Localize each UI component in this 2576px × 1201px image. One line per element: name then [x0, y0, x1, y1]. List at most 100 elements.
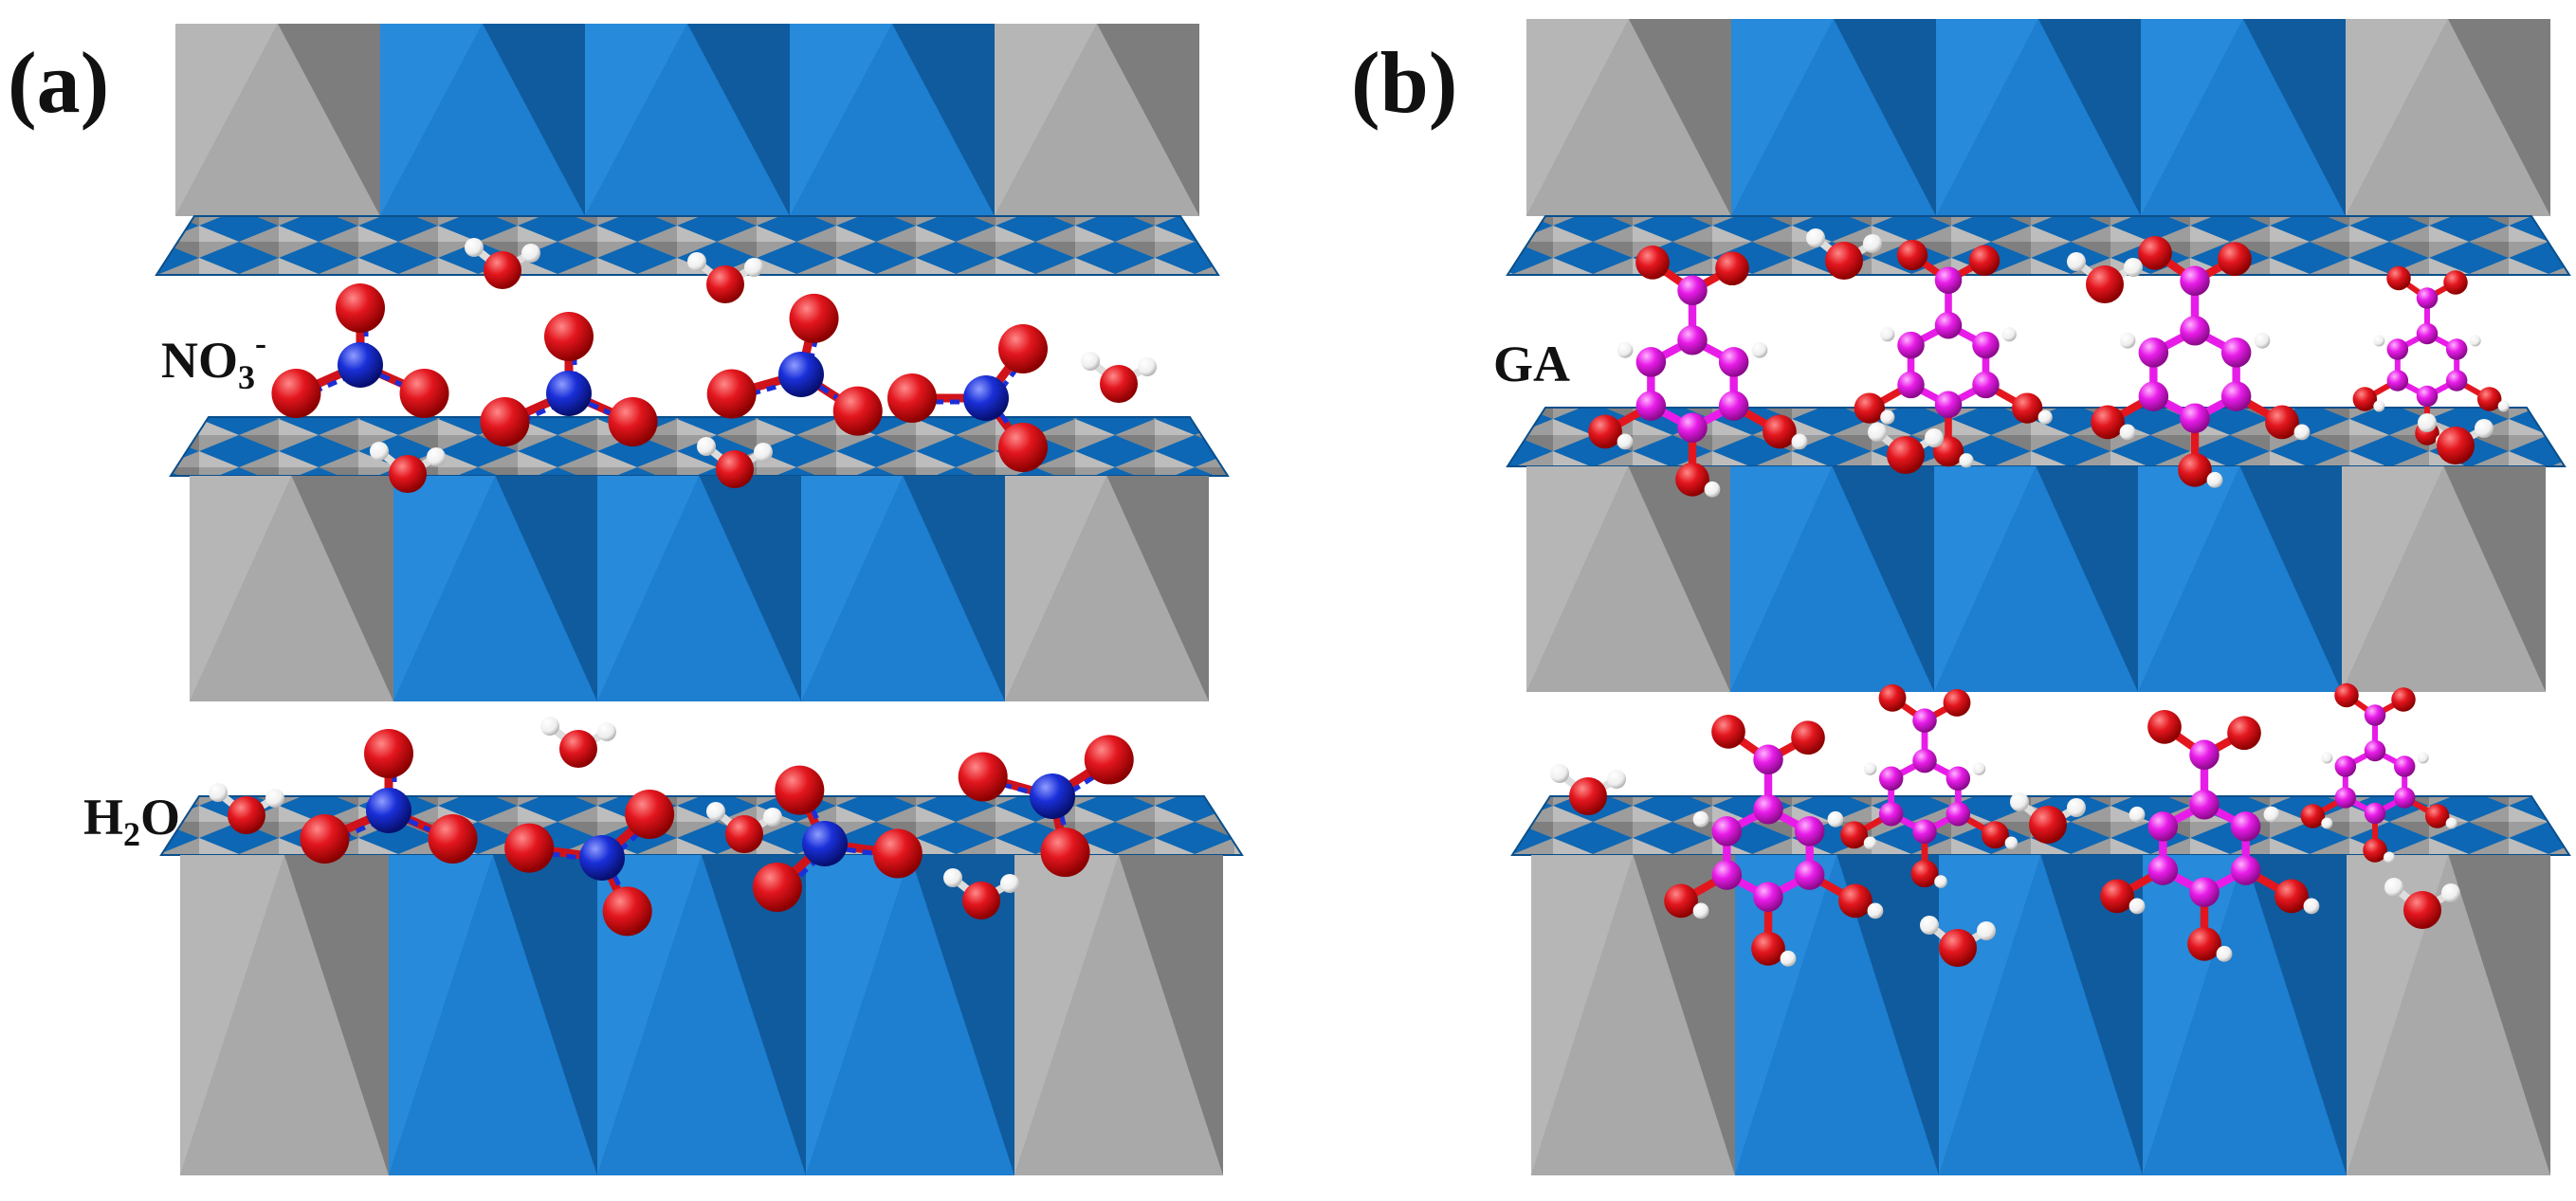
water-oxygen-atom	[725, 815, 763, 853]
oxygen-atom	[958, 752, 1008, 802]
carbon-atom	[2364, 802, 2386, 825]
carbon-atom	[1635, 347, 1667, 377]
hydrogen-atom	[1868, 423, 1887, 442]
hydrogen-atom	[1977, 921, 1996, 940]
octahedron-face	[1934, 466, 2037, 692]
hydrogen-atom	[1550, 764, 1569, 783]
octahedron-face	[1730, 466, 1934, 692]
hydrogen-atom	[2418, 413, 2437, 432]
hydrogen-atom	[943, 868, 962, 887]
hydrogen-atom	[1000, 874, 1019, 893]
oxygen-atom	[1084, 735, 1134, 785]
oxygen-atom	[1943, 688, 1971, 717]
oxygen-atom	[504, 823, 555, 873]
hydrogen-atom	[2321, 752, 2333, 764]
layer-b-top	[1506, 19, 2571, 276]
water-oxygen-atom	[1569, 777, 1607, 815]
carbon-atom	[1946, 766, 1971, 792]
oxygen-atom	[775, 765, 825, 815]
octahedron-face	[393, 476, 496, 701]
hydrogen-atom	[1791, 433, 1808, 450]
layer-surface	[155, 215, 1220, 276]
octahedron-face	[790, 24, 892, 216]
hydrogen-atom	[1081, 352, 1100, 371]
oxygen-atom	[1896, 239, 1928, 271]
oxygen-atom	[399, 369, 449, 418]
octahedron-face	[175, 24, 278, 216]
hydrogen-atom	[2119, 424, 2136, 441]
carbon-atom	[1711, 860, 1743, 890]
oxygen-atom	[2476, 387, 2502, 411]
octahedron-face	[1939, 855, 2143, 1175]
hydrogen-atom	[2254, 332, 2271, 349]
hydrogen-atom	[209, 783, 228, 802]
water-oxygen-atom	[1825, 242, 1863, 280]
carbon-atom	[1753, 882, 1783, 912]
hydrogen-atom	[2441, 883, 2460, 902]
hydrogen-atom	[1925, 428, 1944, 447]
nitrogen-atom	[1030, 773, 1075, 819]
oxygen-atom	[2300, 804, 2326, 828]
carbon-atom	[1677, 325, 1708, 355]
hydrogen-atom	[2119, 332, 2136, 349]
octahedron-face	[175, 24, 380, 216]
octahedron-face	[801, 476, 904, 701]
carbon-atom	[2189, 739, 2220, 771]
carbon-atom	[2230, 811, 2261, 842]
hydrogen-atom	[2475, 419, 2494, 438]
octahedron-face	[2141, 19, 2243, 216]
carbon-atom	[2138, 337, 2169, 368]
oxygen-atom	[2424, 804, 2450, 828]
panel-label-b: (b)	[1351, 34, 1457, 131]
hydrogen-atom	[697, 437, 716, 456]
octahedron-face	[2347, 855, 2550, 1175]
octahedron-face	[380, 24, 585, 216]
hydrogen-atom	[2445, 817, 2457, 829]
octahedron-face	[1005, 476, 1107, 701]
carbon-atom	[2220, 337, 2252, 368]
carbon-atom	[2334, 755, 2357, 777]
hydrogen-atom	[2469, 335, 2481, 347]
bond-partial	[393, 811, 460, 846]
water-oxygen-atom	[2086, 265, 2124, 303]
hydrogen-atom	[2293, 424, 2311, 441]
oxygen-atom	[1878, 683, 1907, 712]
carbon-atom	[1718, 347, 1749, 377]
carbon-atom	[1718, 391, 1749, 421]
carbon-atom	[2386, 338, 2409, 360]
hydrogen-atom	[2124, 258, 2143, 277]
oxygen-atom	[1840, 821, 1869, 849]
nitrogen-atom	[546, 371, 592, 416]
water-oxygen-atom	[716, 450, 754, 488]
oxygen-atom	[300, 814, 350, 864]
hydrogen-atom	[2263, 806, 2280, 823]
water-oxygen-atom	[706, 265, 744, 303]
oxygen-atom	[789, 293, 839, 343]
octahedron-face	[597, 855, 806, 1175]
hydrogen-atom	[2303, 898, 2320, 915]
carbon-atom	[2445, 370, 2468, 391]
octahedron-face	[1526, 19, 1629, 216]
oxygen-atom	[2443, 270, 2468, 295]
oxygen-atom	[608, 397, 658, 446]
hydrogen-atom	[1972, 762, 1986, 775]
hydrogen-atom	[1780, 950, 1797, 967]
hydrogen-atom	[370, 442, 389, 461]
octahedron-face	[2342, 466, 2444, 692]
carbon-atom	[2189, 877, 2220, 907]
octahedron-face	[1531, 855, 1735, 1175]
octahedron-face	[2342, 466, 2546, 692]
octahedron-face	[995, 24, 1097, 216]
bond-partial	[534, 849, 609, 864]
oxygen-atom	[2227, 716, 2261, 751]
carbon-atom	[2364, 704, 2386, 726]
octahedron-face	[1526, 466, 1629, 692]
carbon-atom	[1753, 744, 1783, 775]
octahedron-face	[190, 476, 393, 701]
hydrogen-atom	[1863, 762, 1877, 775]
hydrogen-atom	[1863, 234, 1882, 253]
nitrate-label: NO3-	[161, 324, 266, 396]
octahedron-face	[393, 476, 597, 701]
oxygen-atom	[271, 369, 321, 418]
hydrogen-atom	[2384, 878, 2403, 897]
